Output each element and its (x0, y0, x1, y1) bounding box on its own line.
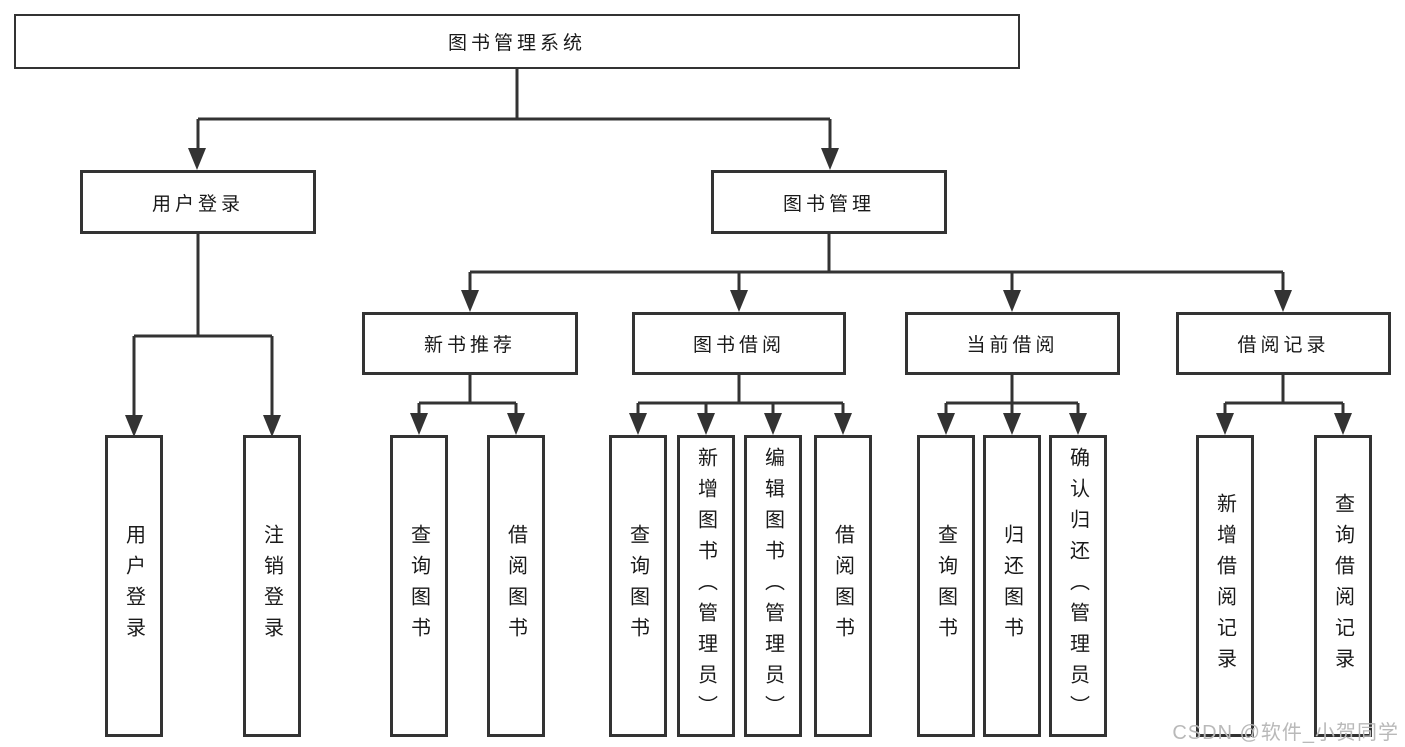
connector-group-user-login (132, 234, 274, 417)
leaf-borrow-query-book: 查询图书 (609, 435, 667, 737)
csdn-watermark: CSDN @软件_小贺同学 (1172, 722, 1399, 744)
leaf-logout: 注销登录 (243, 435, 301, 737)
connector-group-book-management (468, 234, 1285, 292)
leaf-return-book: 归还图书 (983, 435, 1041, 737)
node-book-borrow: 图书借阅 (632, 312, 846, 375)
connector-group-borrow-record (1223, 375, 1345, 416)
leaf-edit-book-admin: 编辑图书（管理员） (744, 435, 802, 737)
connector-group-book-borrow (636, 375, 845, 416)
leaf-recommend-query-book: 查询图书 (390, 435, 448, 737)
leaf-recommend-borrow-book: 借阅图书 (487, 435, 545, 737)
node-root-system: 图书管理系统 (14, 14, 1020, 69)
leaf-add-borrow-record: 新增借阅记录 (1196, 435, 1254, 737)
connector-group-current-borrow (944, 375, 1080, 416)
connector-group-root (196, 69, 832, 150)
node-new-book-recommend: 新书推荐 (362, 312, 578, 375)
connector-group-new-book (417, 375, 518, 416)
leaf-borrow-book: 借阅图书 (814, 435, 872, 737)
leaf-confirm-return-admin: 确认归还（管理员） (1049, 435, 1107, 737)
node-borrow-record: 借阅记录 (1176, 312, 1391, 375)
node-book-management: 图书管理 (711, 170, 947, 234)
node-current-borrow: 当前借阅 (905, 312, 1120, 375)
leaf-current-query-book: 查询图书 (917, 435, 975, 737)
node-user-login: 用户登录 (80, 170, 316, 234)
leaf-add-book-admin: 新增图书（管理员） (677, 435, 735, 737)
leaf-query-borrow-record: 查询借阅记录 (1314, 435, 1372, 737)
leaf-user-login: 用户登录 (105, 435, 163, 737)
